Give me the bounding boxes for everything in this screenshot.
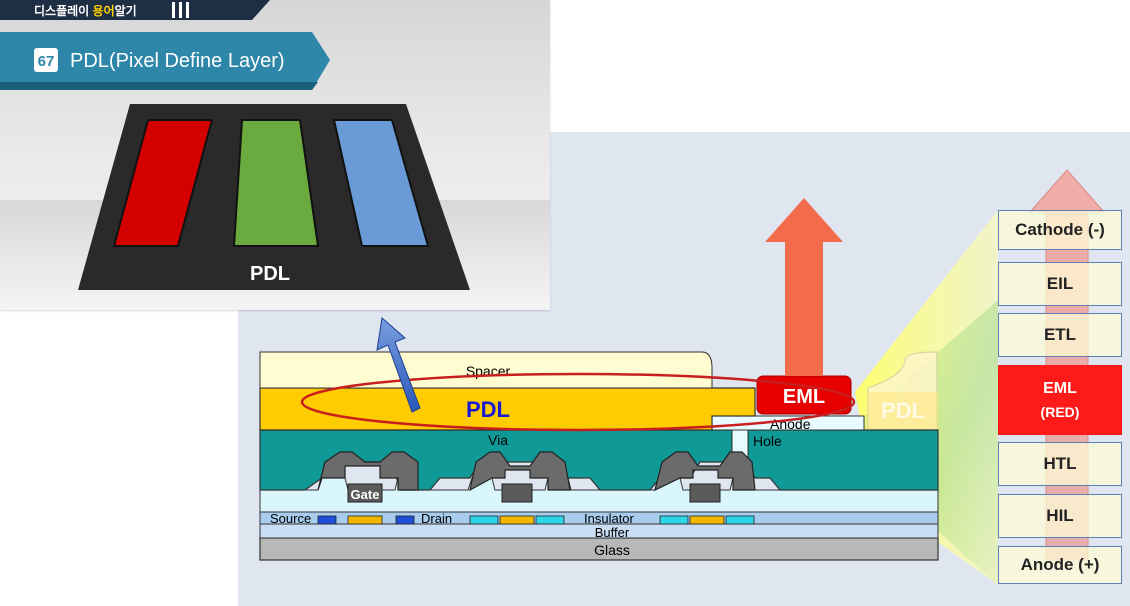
subpixel-blue bbox=[332, 119, 430, 247]
title-number: 67 bbox=[38, 53, 55, 70]
page-title: PDL(Pixel Define Layer) bbox=[70, 50, 285, 72]
stack-layer-label: EML bbox=[1043, 380, 1077, 397]
pdl-label: PDL bbox=[466, 397, 510, 422]
buffer-label: Buffer bbox=[595, 525, 630, 540]
pdl-layer bbox=[259, 387, 756, 431]
pdl-highlight-ellipse bbox=[300, 372, 856, 432]
spacer-layer bbox=[259, 351, 713, 389]
channel-3 bbox=[689, 515, 725, 525]
subpixel-green bbox=[232, 119, 320, 247]
banner-divider-2 bbox=[179, 2, 182, 18]
tft-left bbox=[317, 451, 419, 491]
stack-layer-label: HIL bbox=[1046, 506, 1074, 525]
channel-2 bbox=[499, 515, 535, 525]
gate-electrode-3 bbox=[689, 483, 721, 503]
stack-layer-htl: HTL bbox=[998, 442, 1122, 486]
stack-layer-cathode: Cathode (-) bbox=[998, 210, 1122, 250]
drain-contact-3 bbox=[725, 515, 755, 525]
oled-layer-stack: Cathode (-) EIL ETL EML (RED) HTL HIL Anode (+) bbox=[998, 210, 1122, 585]
series-label: 디스플레이 용어알기 bbox=[34, 3, 137, 18]
glass-label: Glass bbox=[594, 542, 630, 558]
pdl-faded-fill bbox=[868, 392, 938, 430]
title-number-badge bbox=[34, 48, 58, 72]
banner-divider-1 bbox=[172, 2, 175, 18]
eml-label: EML bbox=[783, 386, 825, 408]
subpixel-red bbox=[112, 119, 214, 247]
stack-layer-eml: EML (RED) bbox=[998, 365, 1122, 435]
pdl-pointer-arrow bbox=[376, 317, 421, 413]
stack-layer-anode: Anode (+) bbox=[998, 546, 1122, 584]
stack-layer-label: EIL bbox=[1046, 274, 1074, 293]
gate-label: Gate bbox=[351, 487, 380, 502]
stack-layer-label: Anode (+) bbox=[1020, 555, 1100, 574]
source-label: Source bbox=[270, 511, 311, 526]
gate-electrode-2 bbox=[501, 483, 533, 503]
stack-layer-hil: HIL bbox=[998, 494, 1122, 538]
channel-1 bbox=[347, 515, 383, 525]
tft-right bbox=[654, 451, 756, 492]
source-contact-2 bbox=[469, 515, 499, 525]
hole-label: Hole bbox=[753, 433, 782, 449]
banner-top-strip bbox=[0, 0, 270, 20]
stack-layer-eil: EIL bbox=[998, 262, 1122, 306]
pdl-illustration-label: PDL bbox=[250, 263, 290, 285]
drain-contact-1 bbox=[395, 515, 415, 525]
stack-layer-label: ETL bbox=[1043, 325, 1077, 344]
insulator-label: Insulator bbox=[584, 511, 635, 526]
stack-layer-label: Cathode (-) bbox=[1015, 220, 1105, 239]
drain-contact-2 bbox=[535, 515, 565, 525]
source-contact-1 bbox=[317, 515, 337, 525]
pdl-illustration-canvas: 디스플레이 용어알기 67 PDL(Pixel Define Layer) PD… bbox=[0, 0, 550, 310]
stack-layer-label: HTL bbox=[1043, 454, 1077, 473]
tft-middle bbox=[469, 451, 571, 492]
pdl-illustration-panel: 디스플레이 용어알기 67 PDL(Pixel Define Layer) PD… bbox=[0, 0, 550, 310]
stack-layer-sublabel: (RED) bbox=[1040, 404, 1080, 420]
pdl-faded-label: PDL bbox=[881, 398, 925, 423]
source-contact-3 bbox=[659, 515, 689, 525]
gate-electrode-1 bbox=[347, 483, 383, 503]
stack-layer-etl: ETL bbox=[998, 313, 1122, 357]
title-ribbon bbox=[0, 32, 330, 90]
emission-arrow bbox=[765, 198, 843, 376]
drain-label: Drain bbox=[421, 511, 452, 526]
title-ribbon-shade bbox=[0, 82, 318, 90]
banner-divider-3 bbox=[186, 2, 189, 18]
via-label: Via bbox=[488, 432, 508, 448]
